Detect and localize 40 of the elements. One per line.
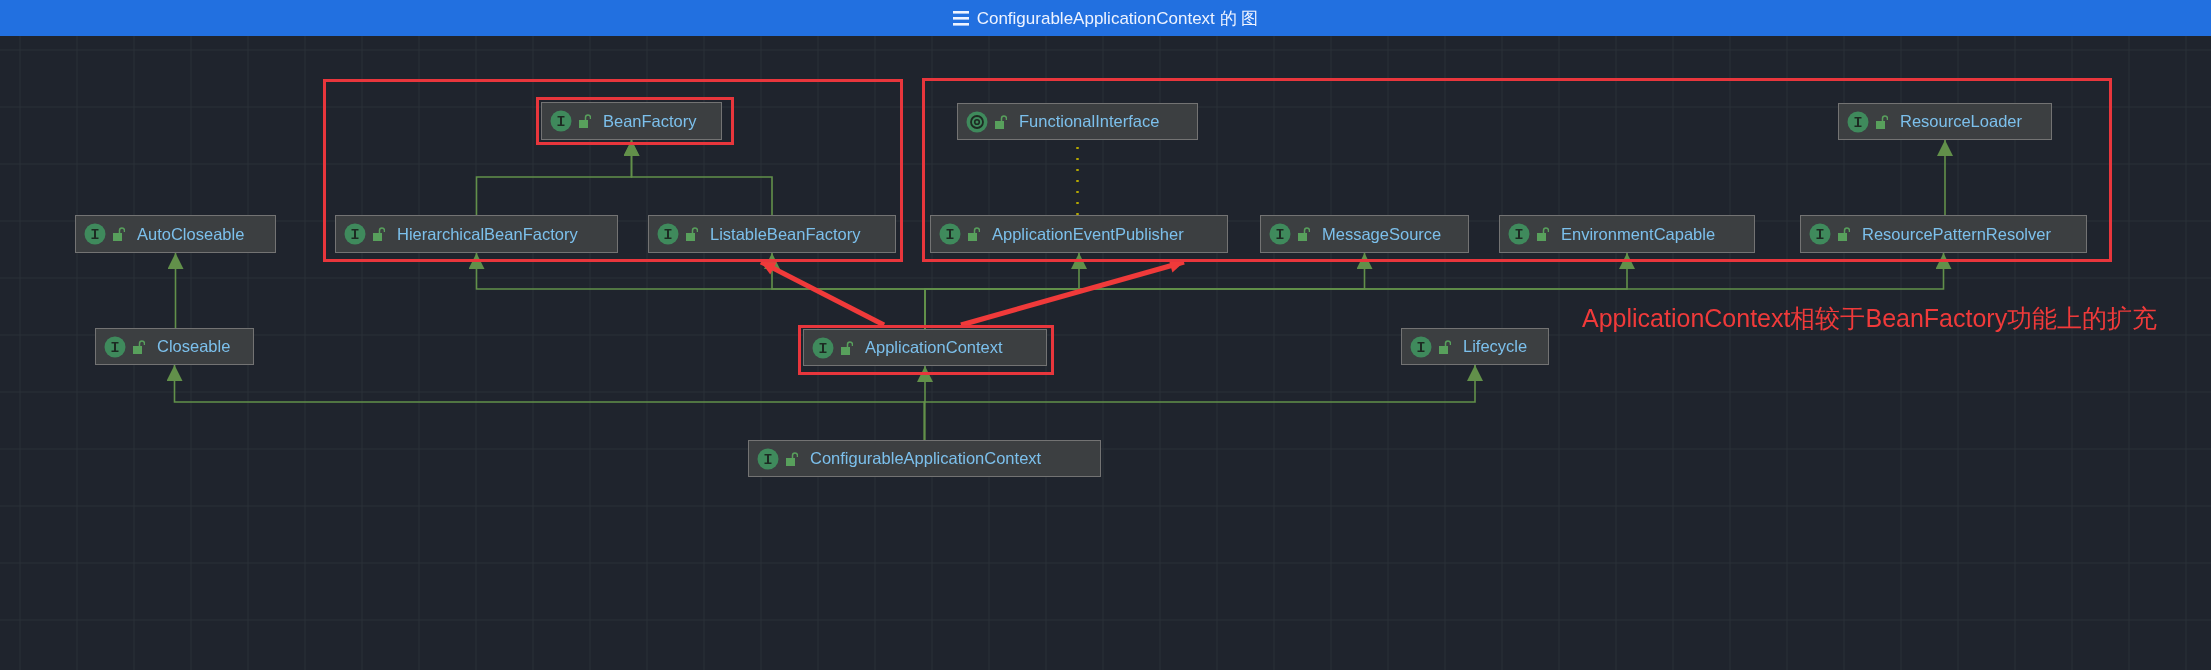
inheritance-arrow: [1937, 139, 1953, 216]
class-box: [930, 215, 1228, 253]
class-box: [803, 329, 1047, 366]
class-box: [75, 215, 276, 253]
inheritance-arrow: [623, 139, 773, 216]
class-box: [95, 328, 254, 365]
highlight-frame: [798, 325, 1054, 375]
annotation-arrow: [759, 259, 886, 328]
class-name: ResourceLoader: [1900, 112, 2022, 131]
highlight-frame: [922, 78, 2112, 262]
class-name: ResourcePatternResolver: [1862, 224, 2051, 244]
class-box: [1499, 215, 1755, 253]
inheritance-arrow: [923, 364, 1483, 441]
annotation-arrow: [960, 259, 1185, 328]
class-name: FunctionalInterface: [1019, 112, 1160, 131]
class-name: MessageSource: [1322, 224, 1442, 244]
class-box: [1800, 215, 2087, 253]
class-name: HierarchicalBeanFactory: [397, 224, 578, 244]
highlight-frame: [323, 79, 903, 262]
class-name: EnvironmentCapable: [1561, 224, 1716, 244]
inheritance-arrow: [167, 252, 184, 329]
class-name: Lifecycle: [1463, 337, 1528, 356]
class-name: ApplicationContext: [865, 338, 1003, 357]
class-name: ListableBeanFactory: [710, 224, 861, 244]
class-box: [1401, 328, 1549, 365]
class-box: [1260, 215, 1469, 253]
class-box: [648, 215, 896, 253]
class-name: Closeable: [157, 337, 231, 356]
class-name: BeanFactory: [603, 111, 697, 131]
title-text: ConfigurableApplicationContext 的 图: [976, 7, 1259, 30]
class-box: [748, 440, 1101, 477]
class-name: ConfigurableApplicationContext: [810, 449, 1042, 468]
class-box: [541, 102, 722, 140]
highlight-frame: [536, 97, 734, 145]
class-box: [957, 103, 1198, 140]
class-name: AutoCloseable: [137, 224, 245, 244]
class-name: ApplicationEventPublisher: [992, 224, 1184, 244]
class-box: [335, 215, 618, 253]
annotation-note: ApplicationContext相较于BeanFactory功能上的扩充: [1582, 303, 2158, 334]
class-box: [1838, 103, 2052, 140]
